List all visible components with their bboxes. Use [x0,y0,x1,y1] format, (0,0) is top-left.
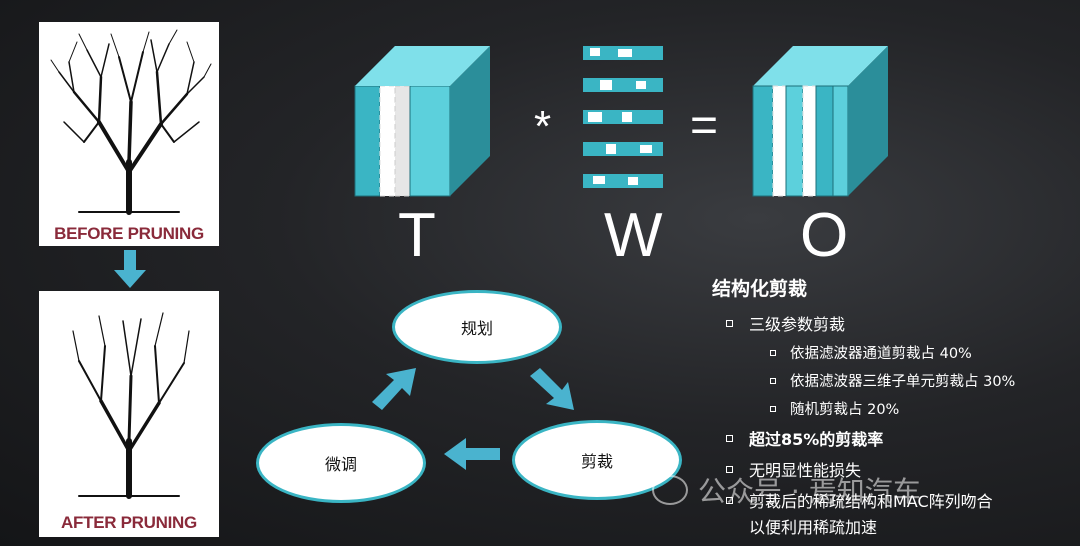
bullet-item: 剪裁后的稀疏结构和MAC阵列吻合 [712,488,1072,512]
bullet-item: 三级参数剪裁 [712,311,1072,335]
tree-before-caption: BEFORE PRUNING [54,224,204,243]
bullet-square-icon [770,405,776,412]
cycle-arrow-prune-to-finetune [444,438,500,470]
bullet-square-icon [726,496,733,504]
bullets-title: 结构化剪裁 [712,278,808,300]
tree-after-panel: AFTER PRUNING [39,291,219,537]
pruning-bullets: 结构化剪裁 三级参数剪裁 依据滤波器通道剪裁占 40% 依据滤波器三维子单元剪裁… [712,274,1072,545]
bullet-item: 超过85%的剪裁率 [712,426,1072,450]
bullet-item: 无明显性能损失 [712,457,1072,481]
watermark: 公众号 · 焉知汽车 [652,470,921,510]
bullet-item: 随机剪裁占 20% [712,398,1072,419]
tree-before-panel: BEFORE PRUNING [39,22,219,246]
cycle-node-prune: 剪裁 [512,420,682,500]
bullet-item: 依据滤波器三维子单元剪裁占 30% [712,370,1072,391]
equals-operator: = [690,99,719,152]
cycle-arrow-finetune-to-plan [372,368,416,410]
label-w: W [604,201,663,270]
down-arrow-icon [114,250,146,288]
bullet-square-icon [726,465,733,473]
multiply-operator: * [534,102,552,151]
tree-before-image [50,29,212,215]
label-o: O [800,201,849,270]
bullet-square-icon [770,377,776,384]
cycle-arrow-plan-to-prune [530,368,574,410]
bullet-item: 依据滤波器通道剪裁占 40% [712,342,1072,363]
bullet-item-continuation: 以便利用稀疏加速 [749,518,878,537]
tree-after-image [72,312,190,499]
bullet-square-icon [726,434,733,442]
wechat-icon [652,475,688,505]
cycle-node-finetune: 微调 [256,423,426,503]
tree-after-caption: AFTER PRUNING [61,513,197,532]
bullet-square-icon [770,349,776,356]
output-o-blocks [752,46,888,197]
bullet-square-icon [726,319,733,327]
cycle-node-plan: 规划 [392,290,562,364]
tensor-t-blocks [354,46,490,197]
weights-w-blocks [583,46,663,188]
label-t: T [398,201,436,270]
